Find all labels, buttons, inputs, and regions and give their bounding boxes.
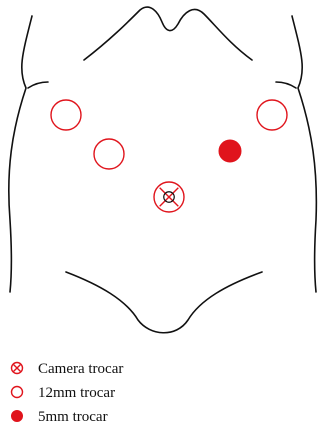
right-rib-line — [276, 82, 296, 88]
legend-camera-symbol — [12, 363, 23, 374]
legend-label-5mm: 5mm trocar — [38, 409, 108, 425]
torso-outline — [9, 7, 317, 333]
legend-item-camera: Camera trocar — [12, 361, 124, 377]
left-torso-contour — [9, 16, 32, 292]
legend-symbol-5mm-icon — [12, 411, 23, 422]
legend-item-12mm: 12mm trocar — [12, 385, 116, 401]
trocar-markers — [51, 100, 287, 212]
trocar-12mm-left-mid — [94, 139, 124, 169]
legend-symbol-camera-icon — [12, 363, 23, 374]
trocar-camera-umbilical — [154, 182, 184, 212]
trocar-5mm-right-mid — [219, 140, 241, 162]
trocar-12mm-left-upper — [51, 100, 81, 130]
right-torso-contour — [292, 16, 316, 292]
legend-label-camera: Camera trocar — [38, 361, 123, 377]
legend-symbol-12mm-icon — [12, 387, 23, 398]
legend-item-5mm: 5mm trocar — [12, 409, 108, 425]
legend-12mm-symbol — [12, 387, 23, 398]
legend: Camera trocar 12mm trocar 5mm trocar — [12, 361, 124, 425]
left-rib-line — [28, 82, 48, 88]
pelvis-curve — [66, 272, 262, 333]
trocar-12mm-right-upper — [257, 100, 287, 130]
neck-shoulder-curve — [84, 7, 252, 60]
legend-label-12mm: 12mm trocar — [38, 385, 115, 401]
legend-5mm-symbol — [12, 411, 23, 422]
